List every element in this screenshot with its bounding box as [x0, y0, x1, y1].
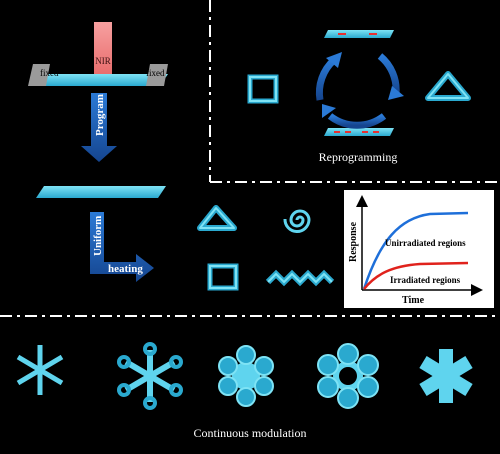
reprogramming-label: Reprogramming: [319, 150, 398, 164]
fixed-left-label: fixed: [40, 68, 59, 78]
right-clamp: [146, 64, 168, 86]
triangle-ring-shape: [197, 205, 237, 231]
star-curled-1: [117, 342, 183, 410]
square-ring-shape: [207, 263, 239, 291]
cycle-arrows: [315, 53, 400, 129]
y-axis-label: Response: [348, 221, 359, 262]
nir-setup: NIR fixed fixed: [28, 22, 168, 86]
strip-bottom: [324, 128, 394, 136]
divider-lines: [0, 0, 500, 317]
series-irradiated-label: Irradiated regions: [390, 275, 461, 285]
program-arrow: Program: [81, 93, 117, 162]
uniform-heating-arrow: Uniform heating: [90, 212, 154, 282]
strip-top: [324, 30, 394, 38]
spiral-shape: [283, 209, 311, 233]
left-clamp: [28, 64, 50, 86]
series-unirradiated-line: [362, 211, 469, 290]
reprogramming-panel: Reprogramming: [247, 30, 471, 164]
clamped-strip: [30, 74, 168, 86]
continuous-modulation-label: Continuous modulation: [193, 426, 306, 440]
heated-shapes: [197, 205, 335, 291]
star-curled-2: [218, 345, 274, 407]
nir-beam: [94, 22, 112, 78]
series-irradiated-line: [363, 261, 469, 290]
square-ring-left: [247, 74, 279, 104]
nir-label: NIR: [95, 56, 111, 66]
flat-strip: [36, 186, 166, 198]
x-axis-label: Time: [402, 295, 425, 306]
continuous-modulation-row: Continuous modulation: [16, 342, 473, 440]
chart-background: [344, 190, 494, 308]
heating-label: heating: [108, 263, 143, 275]
wave-shape: [265, 269, 335, 287]
program-label: Program: [94, 94, 106, 136]
star-curled-3: [317, 343, 379, 409]
uniform-label: Uniform: [92, 216, 104, 256]
triangle-ring-right: [425, 71, 471, 101]
star-solid: [419, 349, 473, 403]
fixed-right-label: fixed: [146, 68, 165, 78]
star-flat: [16, 345, 64, 395]
series-unirradiated-label: Unirradiated regions: [385, 238, 466, 248]
response-chart: Response Time Unirradiated regions Irrad…: [344, 190, 494, 308]
